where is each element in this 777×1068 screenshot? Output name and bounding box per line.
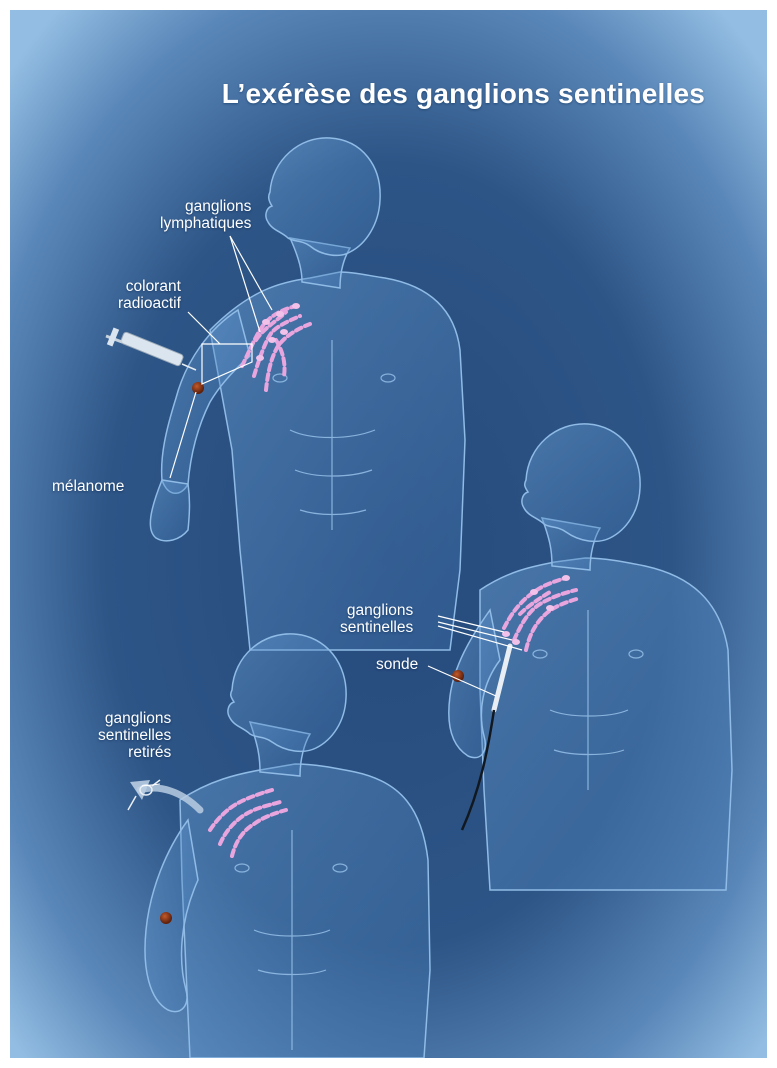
label-lymph-nodes: ganglions lymphatiques: [160, 198, 251, 232]
label-sentinel-nodes: ganglions sentinelles: [340, 602, 413, 636]
label-probe: sonde: [376, 656, 418, 673]
label-removed-nodes-line3: retirés: [98, 744, 171, 761]
label-removed-nodes-line1: ganglions: [98, 710, 171, 727]
melanoma-right: [452, 670, 464, 682]
label-dye-line1: colorant: [118, 278, 181, 295]
label-lymph-nodes-line2: lymphatiques: [160, 215, 251, 232]
page-title: L’exérèse des ganglions sentinelles: [10, 78, 767, 110]
label-sentinel-nodes-line2: sentinelles: [340, 619, 413, 636]
illustration-frame: L’exérèse des ganglions sentinelles gang…: [10, 10, 767, 1058]
label-dye-line2: radioactif: [118, 295, 181, 312]
label-removed-nodes-line2: sentinelles: [98, 727, 171, 744]
sentinel-node-illustration: [10, 10, 767, 1058]
label-melanoma: mélanome: [52, 478, 124, 495]
label-lymph-nodes-line1: ganglions: [160, 198, 251, 215]
label-sentinel-nodes-line1: ganglions: [340, 602, 413, 619]
label-dye: colorant radioactif: [118, 278, 181, 312]
melanoma-bottom: [160, 912, 172, 924]
label-removed-nodes: ganglions sentinelles retirés: [98, 710, 171, 761]
